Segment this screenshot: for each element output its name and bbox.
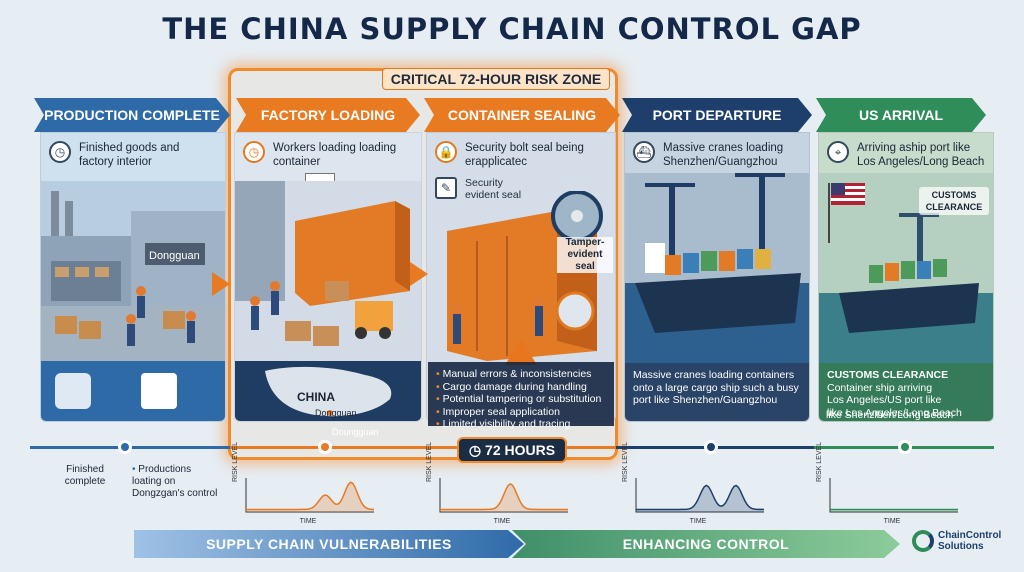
page-title: THE CHINA SUPPLY CHAIN CONTROL GAP [162,12,862,46]
risk-chart-plot [635,478,765,513]
risk-chart-line [440,482,568,511]
panel-production: ◷ Finished goods and factory interior Do… [40,132,226,422]
padlock-icon: 🔒 [435,141,457,163]
risk-chart-plot [829,478,958,513]
risk-chart-area [246,482,374,512]
timeline-dot [318,440,332,454]
risk-chart-ylabel: RISK LEVEL [232,441,239,482]
risk-chart-axis [635,478,764,513]
risk-item: • Manual errors & inconsistencies [436,368,592,380]
company-logo: ChainControl Solutions [912,530,1001,552]
panel-factory-loading: ◷ Workers loading loading container CHIN… [234,132,422,422]
us-info-heading: CUSTOMS CLEARANCE [827,369,949,381]
timeline-dot [704,440,718,454]
risk-chart-axis [829,478,958,513]
port-departure-desc: Massive cranes loading Shenzhen/Guangzho… [663,142,784,168]
risk-chart-plot [245,478,375,513]
risk-chart-xlabel: TIME [493,518,511,525]
customs-badge: CUSTOMS CLEARANCE [919,187,989,215]
map-country-label: CHINA [297,390,335,404]
risk-chart-ylabel: RISK LEVEL [816,441,823,482]
us-info-line: like Los Angeles/Long Beach [827,406,962,419]
factory-loading-desc: Workers loading loading container [273,142,397,168]
gauge-icon [55,373,91,409]
ship-icon: ⛴ [633,141,655,163]
us-info-line-extra: like Shenzlhen/Long Beach [826,409,954,421]
timeline-orange [230,446,616,449]
risk-chart-area [636,485,764,512]
risk-item: • Improper seal application [436,405,560,418]
risk-chart-ylabel: RISK LEVEL [622,441,629,482]
container-illustration [447,191,603,361]
timeline-note-finished: Finished complete [64,464,106,487]
stage-banner-factory-loading: FACTORY LOADING [236,98,420,132]
production-desc: Finished goods and factory interior [79,142,180,168]
risk-list-box: • Manual errors & inconsistencies • Carg… [428,362,614,430]
map-city-label-2: Doungguan [332,427,379,437]
tamper-seal-callout: Tamper-evident seal [557,237,613,273]
loading-illustration [235,181,421,361]
port-illustration [625,173,809,363]
risk-chart-line [636,484,765,511]
logo-line-2: Solutions [938,541,984,552]
timeline-note-productions: • Productions loating on Dongzgan's cont… [132,464,218,499]
us-info-box: CUSTOMS CLEARANCE Container ship arrivin… [819,363,993,421]
map-city-label: Dongguan [315,408,357,418]
risk-chart-sealing: RISK LEVEL TIME [426,442,572,526]
us-info-line: Container ship arriving [827,381,933,394]
risk-zone-label: CRITICAL 72-HOUR RISK ZONE [382,68,610,90]
china-map [235,361,421,421]
us-arrival-desc: Arriving aship port like Los Angeles/Lon… [857,142,985,168]
risk-chart-xlabel: TIME [883,518,901,525]
panel-us-arrival: ⌖ Arriving aship port like Los Angeles/L… [818,132,994,422]
stage-banner-container-sealing: CONTAINER SEALING [424,98,620,132]
risk-chart-port: RISK LEVEL TIME [622,442,768,526]
risk-chart-line [246,481,375,511]
factory-illustration: Dongguan [41,181,225,361]
us-info-line: Los Angeles/US port like [827,394,942,406]
risk-chart-us: RISK LEVEL TIME [816,442,962,526]
flow-arrow-icon [212,272,230,296]
clock-icon: ◷ [243,141,265,163]
stage-banner-port-departure: PORT DEPARTURE [622,98,812,132]
enhancing-control-arrow: ENHANCING CONTROL [512,530,900,558]
risk-chart-factory: RISK LEVEL TIME [232,442,378,526]
document-seal-icon: ✎ [435,177,457,199]
timeline-dot [118,440,132,454]
port-info-box: Massive cranes loading containers onto a… [625,363,809,421]
risk-chart-xlabel: TIME [299,518,317,525]
risk-chart-axis [439,478,568,513]
factory-sign: Dongguan [149,250,200,262]
location-pin-icon: ⌖ [827,141,849,163]
report-chart-icon [141,373,177,409]
risk-item: • Limited visibility and tracing [436,418,571,430]
risk-item: • Potential tampering or substitution [436,393,602,405]
stage-banner-us-arrival: US ARRIVAL [816,98,986,132]
clock-icon: ◷ [49,141,71,163]
hours-badge: ◷ 72 HOURS [457,437,567,463]
panel-port-departure: ⛴ Massive cranes loading Shenzhen/Guangz… [624,132,810,422]
risk-chart-plot [439,478,568,513]
timeline-dot [898,440,912,454]
risk-chart-area [440,483,568,512]
vulnerabilities-arrow: SUPPLY CHAIN VULNERABILITIES [134,530,524,558]
risk-item: • Cargo damage during handling [436,380,587,393]
stage-banner-production: PRODUCTION COMPLETE [34,98,230,132]
container-sealing-desc-2: Security evident seal [465,177,522,201]
logo-icon [912,530,934,552]
container-sealing-desc: Security bolt seal being erapplicatec [465,142,584,168]
risk-chart-axis [245,478,374,513]
risk-chart-ylabel: RISK LEVEL [426,441,433,482]
logo-line-1: ChainControl [938,530,1002,541]
risk-chart-xlabel: TIME [689,518,707,525]
warning-icon [505,339,537,365]
flow-arrow-icon [410,262,428,286]
